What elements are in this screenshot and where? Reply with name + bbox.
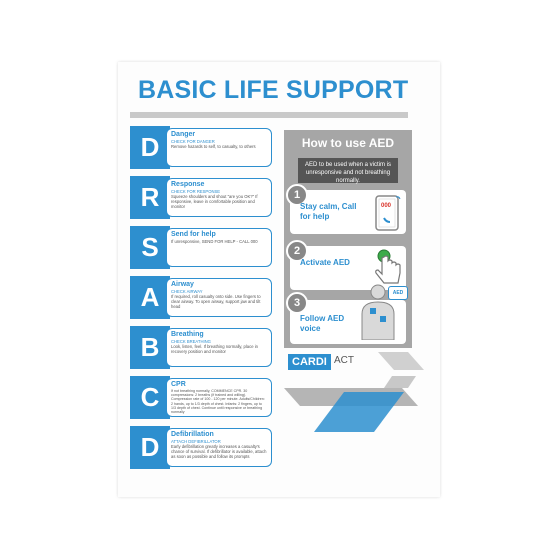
step-card: CPR If not breathing normally, COMMENCE … <box>166 378 272 417</box>
title-divider <box>130 112 408 118</box>
aed-title: How to use AED <box>301 136 395 150</box>
step-subtitle: CHECK FOR DANGER <box>171 139 215 144</box>
step-card: Send for help If unresponsive, SEND FOR … <box>166 228 272 267</box>
step-card: Breathing CHECK BREATHING Look, listen, … <box>166 328 272 367</box>
aed-step-label: Stay calm, Call for help <box>300 202 357 221</box>
step-letter: D <box>130 426 170 469</box>
person-with-pads-icon <box>361 284 395 340</box>
step-subtitle: CHECK FOR RESPONSE <box>171 189 221 194</box>
step-letter: S <box>130 226 170 269</box>
step-subtitle: CHECK AIRWAY <box>171 289 203 294</box>
step-description: Remove hazards to self, to casualty, to … <box>171 144 256 149</box>
step-send-for-help: S Send for help If unresponsive, SEND FO… <box>130 226 272 269</box>
step-description: Early defibrillation greatly increases a… <box>171 444 267 459</box>
aed-speech-badge: AED <box>388 286 408 300</box>
decorative-stripes-icon <box>284 352 424 432</box>
step-description: If not breathing normally, COMMENCE CPR.… <box>171 389 265 415</box>
step-letter: B <box>130 326 170 369</box>
aed-step-number: 2 <box>286 240 308 262</box>
step-letter: D <box>130 126 170 169</box>
aed-step-label: Follow AED voice <box>300 314 345 333</box>
poster: BASIC LIFE SUPPORT D Danger CHECK FOR DA… <box>118 62 440 497</box>
step-title: Airway <box>171 281 194 288</box>
step-title: Defibrillation <box>171 431 214 438</box>
step-card: Airway CHECK AIRWAY If required, roll ca… <box>166 278 272 317</box>
aed-step-3: 3 Follow AED voice AED <box>286 284 408 344</box>
step-description: If unresponsive, SEND FOR HELP - CALL 00… <box>171 239 258 244</box>
step-airway: A Airway CHECK AIRWAY If required, roll … <box>130 276 272 319</box>
step-title: Breathing <box>171 331 204 338</box>
aed-step-1: 1 Stay calm, Call for help 000 <box>286 184 406 234</box>
step-description: If required, roll casualty onto side. Us… <box>171 294 261 309</box>
aed-note: AED to be used when a victim is unrespon… <box>298 158 398 184</box>
aed-step-number: 1 <box>286 184 308 206</box>
aed-step-number: 3 <box>286 292 308 314</box>
step-response: R Response CHECK FOR RESPONSE Squeeze sh… <box>130 176 272 219</box>
step-subtitle: CHECK BREATHING <box>171 339 211 344</box>
step-letter: R <box>130 176 170 219</box>
step-title: Response <box>171 181 205 188</box>
phone-icon <box>375 195 401 231</box>
step-card: Danger CHECK FOR DANGER Remove hazards t… <box>166 128 272 167</box>
step-card: Response CHECK FOR RESPONSE Squeeze shou… <box>166 178 272 217</box>
logo-cardi: CARDI <box>288 354 331 370</box>
step-cpr: C CPR If not breathing normally, COMMENC… <box>130 376 272 419</box>
step-defibrillation: D Defibrillation ATTACH DEFIBRILLATOR Ea… <box>130 426 272 469</box>
step-title: Send for help <box>171 231 216 238</box>
logo-act: ACT <box>334 355 354 366</box>
step-letter: A <box>130 276 170 319</box>
step-breathing: B Breathing CHECK BREATHING Look, listen… <box>130 326 272 369</box>
step-letter: C <box>130 376 170 419</box>
aed-step-label: Activate AED <box>300 258 350 267</box>
step-subtitle: ATTACH DEFIBRILLATOR <box>171 439 221 444</box>
phone-number: 000 <box>381 203 392 209</box>
aed-panel: How to use AED AED to be used when a vic… <box>284 130 412 348</box>
step-title: CPR <box>171 381 186 388</box>
step-description: Look, listen, feel. If breathing normall… <box>171 344 258 354</box>
aed-step-2: 2 Activate AED <box>286 240 406 290</box>
page-title: BASIC LIFE SUPPORT <box>138 76 409 104</box>
hand-press-icon <box>375 249 401 284</box>
logo-area: CARDI ACT <box>284 352 424 492</box>
step-danger: D Danger CHECK FOR DANGER Remove hazards… <box>130 126 272 169</box>
step-title: Danger <box>171 131 196 138</box>
step-card: Defibrillation ATTACH DEFIBRILLATOR Earl… <box>166 428 272 467</box>
step-description: Squeeze shoulders and shout "are you OK?… <box>171 194 258 209</box>
